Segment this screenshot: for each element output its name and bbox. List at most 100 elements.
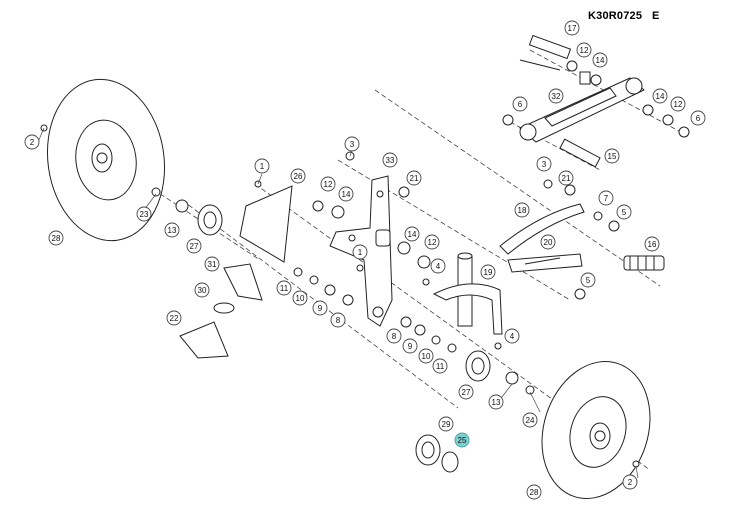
callout-circle [536,156,552,172]
callout-circle [406,170,422,186]
callout-number: 3 [542,160,547,169]
callout-circle [576,42,592,58]
part-callout-c25: 25 [454,432,470,448]
callout-number: 31 [208,260,217,269]
callout-circle [290,168,306,184]
callout-number: 11 [436,362,445,371]
callout-circle [194,282,210,298]
callout-number: 28 [52,234,61,243]
part-callout-c12b: 12 [670,96,686,112]
callout-circle [48,230,64,246]
small-parts [40,60,690,468]
callout-circle [580,272,596,288]
callout-number: 3 [350,140,355,149]
part-callout-c14a: 14 [592,52,608,68]
callout-circle [338,186,354,202]
callout-number: 10 [422,352,431,361]
hub-parts [197,204,491,473]
link-lever [499,203,665,273]
callout-number: 8 [336,316,341,325]
callout-circle [616,204,632,220]
callout-circle [312,300,328,316]
callout-circle [644,236,660,252]
part-callout-c12a: 12 [576,42,592,58]
callout-number: 32 [552,92,561,101]
callout-number: 14 [656,92,665,101]
callout-number: 24 [526,416,535,425]
part-callout-c21a: 21 [558,170,574,186]
callout-circle [276,280,292,296]
callout-circle [320,176,336,192]
callout-number: 7 [604,194,609,203]
callout-number: 4 [510,332,515,341]
callout-number: 2 [628,478,633,487]
left-disc [46,78,166,242]
callout-circle [386,328,402,344]
ref-code-text: K30R0725 [588,10,643,22]
part-callout-c27a: 27 [186,238,202,254]
callout-circle [558,170,574,186]
callout-circle [512,96,528,112]
callout-number: 9 [318,304,323,313]
callout-number: 20 [544,238,553,247]
part-callout-c21b: 21 [406,170,422,186]
callout-number: 12 [428,238,437,247]
part-callout-c1a: 1 [254,158,270,174]
callout-circle [438,416,454,432]
callout-circle [330,312,346,328]
callout-circle [690,110,706,126]
part-callout-c11a: 11 [276,280,292,296]
callout-circle [622,474,638,490]
callout-circle [598,190,614,206]
callout-number: 23 [140,210,149,219]
part-callout-c5a: 5 [616,204,632,220]
callout-circle [344,136,360,152]
callout-number: 12 [674,100,683,109]
callout-number: 9 [408,342,413,351]
callout-number: 5 [586,276,591,285]
part-callout-c11b: 11 [432,358,448,374]
part-callout-c2b: 2 [622,474,638,490]
callout-circle [292,290,308,306]
callout-number: 26 [294,172,303,181]
callout-circle [480,264,496,280]
part-callout-c30: 30 [194,282,210,298]
part-callout-c9a: 9 [312,300,328,316]
part-callout-c2a: 2 [24,134,40,150]
part-callout-c27b: 27 [458,384,474,400]
part-callout-c32: 32 [548,88,564,104]
callout-circle [458,384,474,400]
callout-number: 21 [410,174,419,183]
callout-number: 30 [198,286,207,295]
callout-number: 6 [518,100,523,109]
callout-number: 13 [492,398,501,407]
callout-number: 5 [622,208,627,217]
callout-number: 14 [408,230,417,239]
callout-circle [204,256,220,272]
callout-number: 14 [596,56,605,65]
part-callout-c10b: 10 [418,348,434,364]
callout-circle [604,148,620,164]
callout-circle [136,206,152,222]
callout-circle [402,338,418,354]
callout-number: 12 [324,180,333,189]
callout-number: 14 [342,190,351,199]
callout-circle [504,328,520,344]
callout-circle [424,234,440,250]
callout-number: 12 [580,46,589,55]
callout-circle [592,52,608,68]
part-callout-c15: 15 [604,148,620,164]
callout-circle [652,88,668,104]
callout-circle [454,432,470,448]
part-callout-c3a: 3 [536,156,552,172]
revision-letter: E [651,10,660,22]
part-callout-c17: 17 [564,20,580,36]
part-callout-c16: 16 [644,236,660,252]
callout-number: 25 [458,436,467,445]
callout-number: 2 [30,138,35,147]
drawing-reference: K30R0725 E [588,10,660,22]
part-callout-c20: 20 [540,234,556,250]
